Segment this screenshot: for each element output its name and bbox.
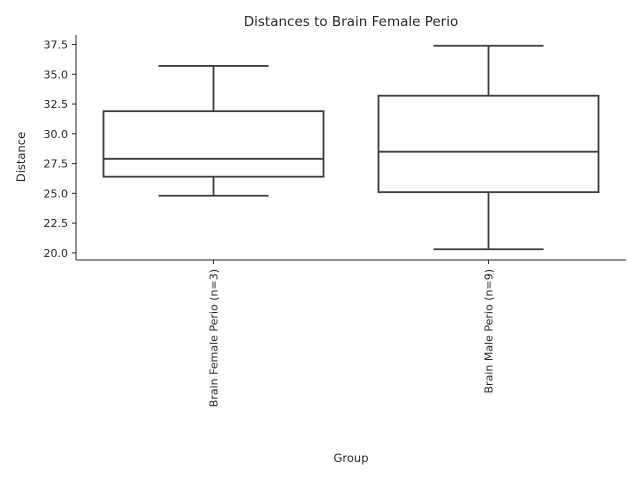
box-iqr <box>377 94 600 194</box>
box-iqr <box>102 110 325 178</box>
y-axis-label: Distance <box>14 132 28 182</box>
chart-title: Distances to Brain Female Perio <box>244 14 459 30</box>
y-tick-label: 30.0 <box>44 128 69 141</box>
y-tick-label: 25.0 <box>44 187 69 200</box>
y-tick-label: 27.5 <box>44 158 69 171</box>
y-tick-label: 20.0 <box>44 247 69 260</box>
y-tick-label: 37.5 <box>44 39 69 52</box>
x-tick-label: Brain Female Perio (n=3) <box>208 269 221 407</box>
x-tick-label: Brain Male Perio (n=9) <box>483 269 496 393</box>
y-tick-label: 35.0 <box>44 68 69 81</box>
x-axis-label: Group <box>333 451 368 465</box>
y-tick-label: 22.5 <box>44 217 69 230</box>
y-tick-label: 32.5 <box>44 98 69 111</box>
